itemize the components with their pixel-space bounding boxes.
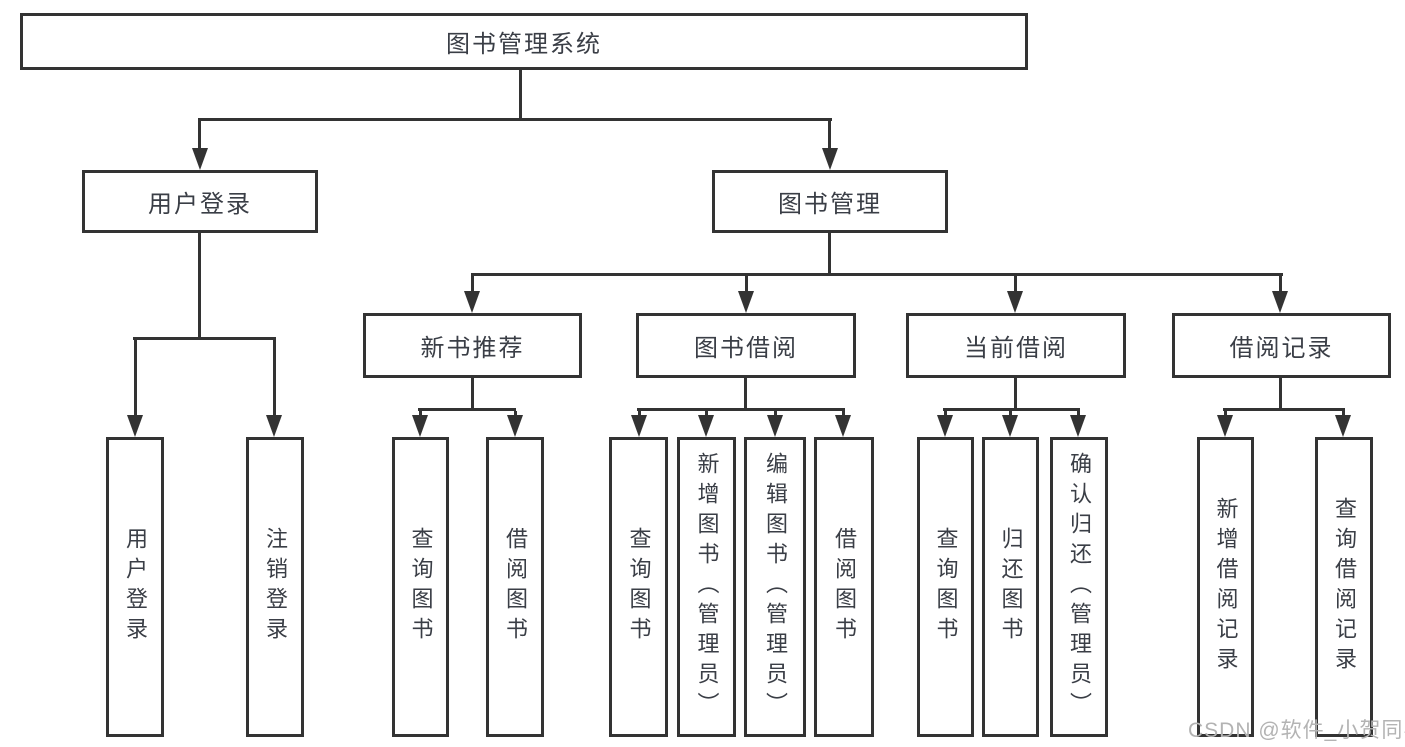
connector-line: [1223, 408, 1345, 411]
leaf-query-books-borrow: 查询图书: [609, 437, 668, 737]
leaf-logout: 注销登录: [246, 437, 304, 737]
connector-line: [828, 233, 831, 276]
arrow-down-icon: [1272, 291, 1288, 313]
node-label: 新增图书（管理员）: [694, 452, 720, 722]
node-label: 新书推荐: [420, 335, 525, 362]
arrow-down-icon: [1007, 291, 1023, 313]
connector-line: [519, 70, 522, 121]
connector-line: [471, 273, 1283, 276]
connector-line: [745, 276, 748, 293]
node-user-login: 用户登录: [82, 170, 318, 233]
leaf-query-borrow-record: 查询借阅记录: [1315, 437, 1373, 737]
arrow-down-icon: [698, 415, 714, 437]
connector-line: [471, 378, 474, 411]
node-label: 用户登录: [148, 191, 252, 218]
node-book-borrowing: 图书借阅: [636, 313, 856, 378]
connector-line: [744, 378, 747, 411]
arrow-down-icon: [127, 415, 143, 437]
connector-line: [1077, 411, 1080, 417]
arrow-down-icon: [822, 148, 838, 170]
connector-line: [1224, 411, 1227, 417]
arrow-down-icon: [266, 415, 282, 437]
connector-line: [418, 408, 516, 411]
node-label: 图书管理: [778, 191, 882, 218]
arrow-down-icon: [1002, 415, 1018, 437]
arrow-down-icon: [192, 148, 208, 170]
connector-line: [514, 411, 517, 417]
arrow-down-icon: [767, 415, 783, 437]
leaf-return-books: 归还图书: [982, 437, 1039, 737]
leaf-query-books-recommend: 查询图书: [392, 437, 449, 737]
node-label: 用户登录: [123, 527, 148, 647]
connector-line: [133, 337, 276, 340]
connector-line: [1279, 276, 1282, 293]
node-label: 注销登录: [263, 527, 288, 647]
node-label: 查询图书: [408, 527, 434, 647]
arrow-down-icon: [464, 291, 480, 313]
leaf-borrow-books: 借阅图书: [814, 437, 874, 737]
leaf-user-login: 用户登录: [106, 437, 164, 737]
node-label: 确认归还（管理员）: [1067, 452, 1092, 722]
connector-line: [842, 411, 845, 417]
arrow-down-icon: [1070, 415, 1086, 437]
node-borrowing-records: 借阅记录: [1172, 313, 1391, 378]
connector-line: [828, 121, 831, 150]
leaf-query-books-current: 查询图书: [917, 437, 974, 737]
connector-line: [1279, 378, 1282, 411]
arrow-down-icon: [1335, 415, 1351, 437]
node-library-management-system: 图书管理系统: [20, 13, 1028, 70]
arrow-down-icon: [507, 415, 523, 437]
node-label: 编辑图书（管理员）: [763, 452, 788, 722]
arrow-down-icon: [738, 291, 754, 313]
node-label: 借阅图书: [832, 527, 857, 647]
node-label: 归还图书: [998, 527, 1024, 647]
node-label: 借阅图书: [503, 527, 528, 647]
arrow-down-icon: [412, 415, 428, 437]
connector-line: [198, 121, 201, 150]
arrow-down-icon: [835, 415, 851, 437]
connector-line: [1342, 411, 1345, 417]
node-label: 当前借阅: [964, 335, 1068, 362]
node-label: 借阅记录: [1229, 335, 1334, 362]
leaf-add-borrow-record: 新增借阅记录: [1197, 437, 1254, 737]
leaf-edit-books-admin: 编辑图书（管理员）: [744, 437, 806, 737]
node-book-management: 图书管理: [712, 170, 948, 233]
arrow-down-icon: [1217, 415, 1233, 437]
connector-line: [1009, 411, 1012, 417]
node-label: 查询借阅记录: [1332, 497, 1357, 677]
node-label: 图书借阅: [694, 335, 798, 362]
connector-line: [774, 411, 777, 417]
connector-line: [471, 276, 474, 293]
connector-line: [419, 411, 422, 417]
connector-line: [198, 233, 201, 340]
node-label: 图书管理系统: [446, 31, 602, 58]
node-label: 新增借阅记录: [1213, 497, 1239, 677]
connector-line: [273, 340, 276, 417]
node-new-book-recommendation: 新书推荐: [363, 313, 582, 378]
connector-line: [944, 411, 947, 417]
connector-line: [1014, 378, 1017, 411]
node-current-borrowing: 当前借阅: [906, 313, 1126, 378]
connector-line: [705, 411, 708, 417]
connector-line: [943, 408, 1080, 411]
leaf-confirm-return-admin: 确认归还（管理员）: [1050, 437, 1108, 737]
arrow-down-icon: [631, 415, 647, 437]
connector-line: [638, 411, 641, 417]
connector-line: [637, 408, 845, 411]
connector-line: [134, 340, 137, 417]
node-label: 查询图书: [626, 527, 652, 647]
arrow-down-icon: [937, 415, 953, 437]
csdn-watermark: CSDN @软件_小贺同学: [1188, 719, 1405, 742]
node-label: 查询图书: [933, 527, 959, 647]
leaf-borrow-books-recommend: 借阅图书: [486, 437, 544, 737]
leaf-add-books-admin: 新增图书（管理员）: [677, 437, 736, 737]
connector-line: [198, 118, 832, 121]
connector-line: [1014, 276, 1017, 293]
